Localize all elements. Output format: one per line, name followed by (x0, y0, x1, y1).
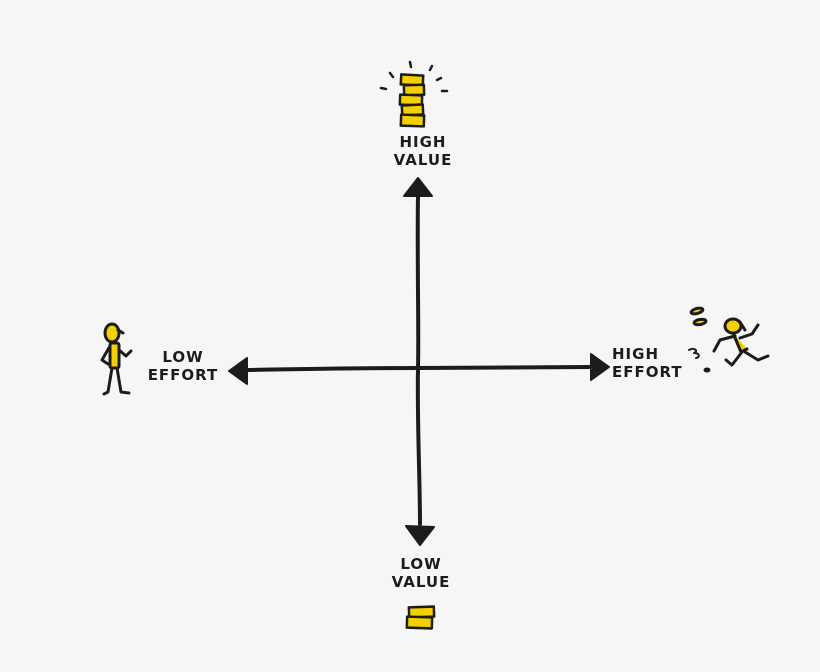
low-value-label: LOW VALUE (376, 555, 466, 591)
high-value-label-line2: VALUE (393, 151, 453, 169)
low-effort-label-line2: EFFORT (147, 366, 219, 384)
low-effort-label: LOW EFFORT (140, 348, 226, 384)
arrow-up-icon (403, 177, 433, 197)
running-person-icon (688, 306, 770, 373)
low-value-label-line2: VALUE (391, 573, 451, 591)
horizontal-axis (228, 353, 610, 385)
high-effort-label: HIGH EFFORT (612, 345, 692, 381)
arrow-left-icon (228, 357, 248, 385)
low-effort-label-line1: LOW (162, 348, 204, 366)
small-coin-stack-icon (405, 605, 436, 630)
vertical-axis (403, 177, 435, 546)
arrow-right-icon (590, 353, 610, 381)
tall-coin-stack-icon (379, 60, 449, 128)
high-effort-label-line2: EFFORT (612, 363, 683, 381)
high-value-label-line1: HIGH (399, 133, 447, 151)
arrow-down-icon (405, 525, 435, 546)
high-effort-label-line1: HIGH (612, 345, 660, 363)
standing-person-icon (100, 322, 133, 396)
high-value-label: HIGH VALUE (378, 133, 468, 169)
low-value-label-line1: LOW (400, 555, 442, 573)
